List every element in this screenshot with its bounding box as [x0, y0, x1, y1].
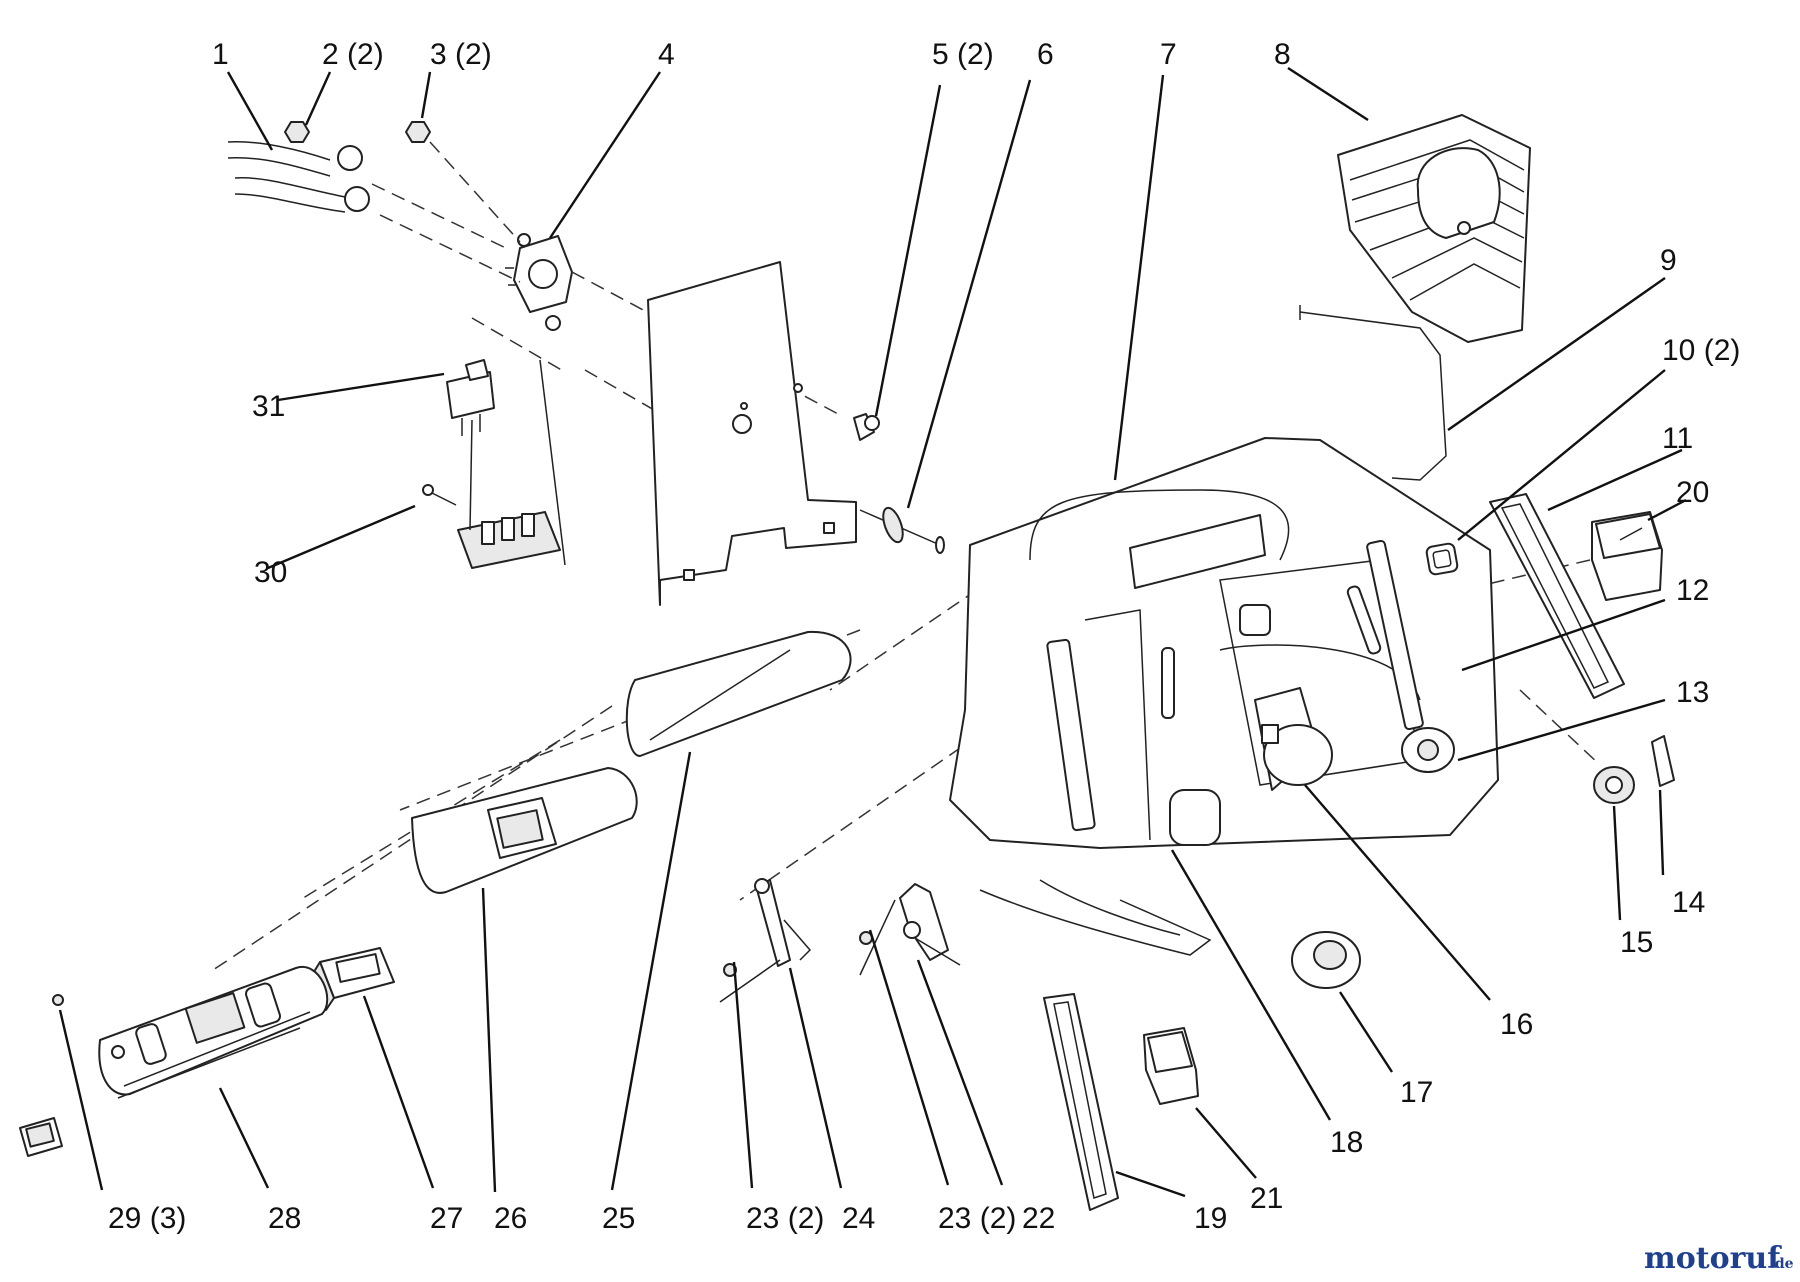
part-3-nut [405, 121, 431, 143]
callout-8: 8 [1274, 38, 1291, 71]
part-11-bezel [1489, 493, 1625, 699]
part-14-clip [1651, 735, 1675, 787]
part-31-relay [446, 359, 495, 436]
watermark-brand: motoruf [1644, 1241, 1782, 1276]
part-25-cover [625, 630, 852, 757]
callout-27: 27 [430, 1202, 463, 1235]
callout-30: 30 [254, 556, 287, 589]
watermark: motoruf .de [1644, 1241, 1794, 1276]
callout-11: 11 [1662, 422, 1693, 455]
part-4-solenoid [505, 233, 573, 331]
callout-23-a: 23 (2) [746, 1202, 824, 1235]
part-23-screw [723, 931, 873, 977]
part-21-switch [1143, 1027, 1199, 1105]
part-10-grommet [1425, 542, 1459, 576]
callout-14: 14 [1672, 886, 1705, 919]
part-29-screw [19, 994, 64, 1157]
callout-6: 6 [1037, 38, 1054, 71]
callout-16: 16 [1500, 1008, 1533, 1041]
callout-19: 19 [1194, 1202, 1227, 1235]
part-22-lever [859, 883, 961, 976]
watermark-suffix: .de [1770, 1256, 1794, 1272]
callout-labels: 1 2 (2) 3 (2) 4 5 (2) 6 7 8 9 10 (2) 11 … [108, 38, 1740, 1235]
callout-13: 13 [1676, 676, 1709, 709]
callout-18: 18 [1330, 1126, 1363, 1159]
part-8-boot [1337, 114, 1531, 343]
callout-17: 17 [1400, 1076, 1433, 1109]
part-15-nut [1593, 766, 1635, 804]
leader-lines [58, 66, 1687, 1198]
part-30-fuse-block [422, 484, 561, 569]
callout-1: 1 [212, 38, 229, 71]
part-27-indicator [311, 947, 395, 1011]
callout-25: 25 [602, 1202, 635, 1235]
part-1-cables [227, 140, 370, 213]
part-19-bezel [1043, 993, 1119, 1211]
part-6-pin [859, 506, 945, 554]
callout-7: 7 [1160, 38, 1177, 71]
callout-4: 4 [658, 38, 675, 71]
callout-12: 12 [1676, 574, 1709, 607]
part-17-knob [1291, 931, 1361, 989]
callout-26: 26 [494, 1202, 527, 1235]
part-24-lever [719, 878, 812, 1003]
callout-3: 3 (2) [430, 38, 492, 71]
callout-15: 15 [1620, 926, 1653, 959]
part-26-panel [411, 767, 638, 894]
part-16-switch [1254, 687, 1333, 791]
callout-23-b: 23 (2) [938, 1202, 1016, 1235]
part-28-dash-panel [98, 965, 329, 1099]
part-9-rod [1299, 305, 1447, 481]
part-7-control-housing [949, 437, 1499, 956]
callout-24: 24 [842, 1202, 875, 1235]
panel-bracket [647, 261, 857, 606]
part-20-rocker-switch [1591, 511, 1663, 601]
callout-2: 2 (2) [322, 38, 384, 71]
callout-31: 31 [252, 390, 285, 423]
callout-20: 20 [1676, 476, 1709, 509]
callout-21: 21 [1250, 1182, 1283, 1215]
part-5-bolt [853, 413, 880, 441]
callout-9: 9 [1660, 244, 1677, 277]
callout-10: 10 (2) [1662, 334, 1740, 367]
callout-28: 28 [268, 1202, 301, 1235]
callout-29: 29 (3) [108, 1202, 186, 1235]
callout-22: 22 [1022, 1202, 1055, 1235]
part-2-nut [284, 121, 310, 143]
callout-5: 5 (2) [932, 38, 994, 71]
